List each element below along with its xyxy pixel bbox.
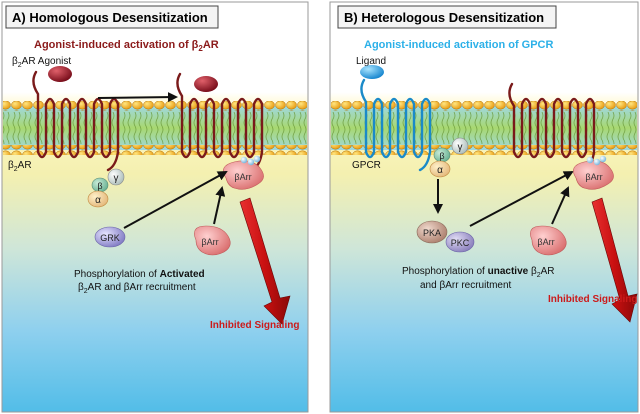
panel-b-ligand — [360, 65, 384, 79]
phosphate — [240, 156, 248, 164]
panel-a-caption-line2: β2AR and βArr recruitment — [78, 282, 196, 295]
panel-b-title: B) Heterologous Desensitization — [344, 10, 544, 25]
panel-a-grk-arrow — [123, 171, 228, 229]
panel-a-barr-bound-label: βArr — [234, 172, 251, 182]
panel-a-activation-text: Agonist-induced activation of β2AR — [34, 39, 219, 53]
panel-a-receptor-inactive — [32, 70, 120, 172]
panel-b-pkc — [445, 231, 475, 253]
panel-b-b2ar — [508, 82, 596, 172]
panel-a-agonist — [48, 66, 72, 82]
panel-a-inhibited-arrow — [239, 197, 291, 325]
panel-b-barr-free — [530, 225, 567, 256]
panel-a-barr-arrow — [213, 186, 226, 225]
panel-b-kinase-arrow — [469, 171, 574, 227]
panel-b-inhibited-arrow — [591, 197, 638, 323]
panel-b-barr-arrow — [551, 186, 570, 225]
panel-b-pkc-label: PKC — [451, 238, 470, 248]
phosphate — [599, 155, 607, 163]
gamma-subunit — [451, 137, 469, 155]
panel-a-g-protein: γ β α — [87, 168, 125, 208]
panel-b-barr-bound: βArr — [573, 155, 614, 190]
phosphate — [247, 158, 255, 166]
beta-label: β — [439, 151, 444, 161]
panel-a-inhibited-label: Inhibited Signaling — [210, 320, 299, 331]
panel-a-agonist-bound — [194, 76, 218, 92]
panel-b-title-box — [337, 5, 557, 29]
gamma-label: γ — [114, 173, 119, 184]
panel-a-title-box — [5, 5, 219, 29]
panel-b-inhibited-label: Inhibited Signaling — [548, 294, 637, 305]
panel-a-barr-bound: βArr — [223, 155, 264, 190]
beta-label: β — [97, 181, 102, 191]
panel-b-barr-free-label: βArr — [537, 237, 554, 247]
panel-b-barr-bound-label: βArr — [585, 172, 602, 182]
panel-a-title: A) Homologous Desensitization — [12, 10, 208, 25]
gamma-subunit — [107, 168, 125, 186]
panel-b-pka — [416, 220, 448, 244]
alpha-label: α — [437, 165, 443, 176]
panel-a-caption-line1: Phosphorylation of Activated — [74, 269, 205, 280]
panel-b-membrane — [331, 101, 637, 155]
phosphate — [253, 155, 261, 163]
panel-b-ligand-label: Ligand — [356, 56, 386, 67]
gamma-label: γ — [458, 142, 463, 153]
panel-b-caption-line2: and βArr recruitment — [420, 280, 512, 291]
panel-b-activation-text: Agonist-induced activation of GPCR — [364, 39, 554, 51]
panel-b-pka-label: PKA — [423, 228, 441, 238]
panel-b-caption-line1: Phosphorylation of unactive β2AR — [402, 266, 555, 279]
panel-a: A) Homologous Desensitization Agonist-in… — [1, 1, 309, 413]
alpha-label: α — [95, 195, 101, 206]
panel-a-grk — [94, 226, 126, 248]
panel-a-ligand-label: β2AR Agonist — [12, 56, 71, 69]
panel-b-g-protein: γ β α — [429, 137, 469, 178]
panel-a-barr-free-label: βArr — [201, 237, 218, 247]
panel-b-gpcr — [360, 78, 432, 172]
panel-a-barr-free — [194, 225, 231, 256]
alpha-subunit — [429, 160, 451, 178]
alpha-subunit — [87, 190, 109, 208]
phosphate — [593, 158, 601, 166]
panel-b-receptor-label: GPCR — [352, 160, 381, 171]
panel-a-receptor-label: β2AR — [8, 160, 32, 173]
phosphate — [586, 156, 594, 164]
panel-a-grk-label: GRK — [100, 233, 120, 243]
panel-a-binding-arrow — [97, 92, 178, 103]
panel-a-receptor-active — [176, 72, 264, 172]
panel-b: B) Heterologous Desensitization Agonist-… — [329, 1, 639, 413]
